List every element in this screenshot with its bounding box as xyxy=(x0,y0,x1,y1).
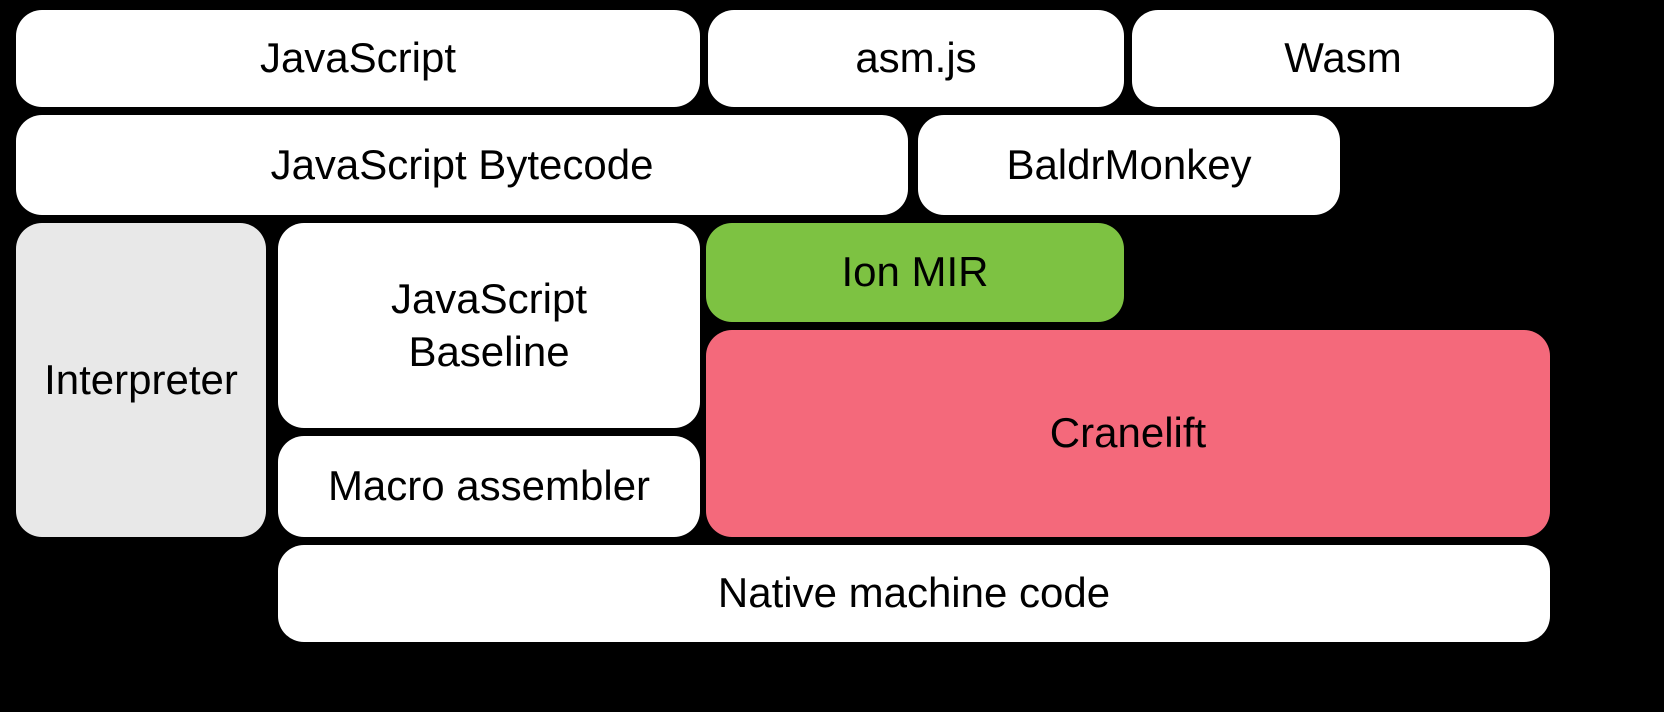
node-label-ion-mir: Ion MIR xyxy=(841,248,989,296)
node-ion-mir: Ion MIR xyxy=(706,223,1124,322)
node-label-javascript-baseline: JavaScript Baseline xyxy=(390,275,588,375)
node-javascript: JavaScript xyxy=(16,10,700,107)
node-label-javascript-bytecode: JavaScript Bytecode xyxy=(270,140,654,188)
node-label-macro-assembler: Macro assembler xyxy=(327,462,651,510)
node-cranelift: Cranelift xyxy=(706,330,1550,537)
node-asm-js: asm.js xyxy=(708,10,1124,107)
node-javascript-bytecode: JavaScript Bytecode xyxy=(16,115,908,215)
node-label-native-machine-code: Native machine code xyxy=(717,569,1111,617)
node-label-wasm: Wasm xyxy=(1284,34,1402,82)
node-label-cranelift: Cranelift xyxy=(1049,409,1207,457)
node-interpreter: Interpreter xyxy=(16,223,266,537)
node-label-baldrmonkey: BaldrMonkey xyxy=(1006,140,1252,188)
node-label-javascript: JavaScript xyxy=(259,34,457,82)
node-label-interpreter: Interpreter xyxy=(44,355,238,403)
node-wasm: Wasm xyxy=(1132,10,1554,107)
node-javascript-baseline: JavaScript Baseline xyxy=(278,223,700,428)
node-baldrmonkey: BaldrMonkey xyxy=(918,115,1340,215)
node-macro-assembler: Macro assembler xyxy=(278,436,700,537)
node-label-asm-js: asm.js xyxy=(855,34,977,82)
node-native-machine-code: Native machine code xyxy=(278,545,1550,642)
